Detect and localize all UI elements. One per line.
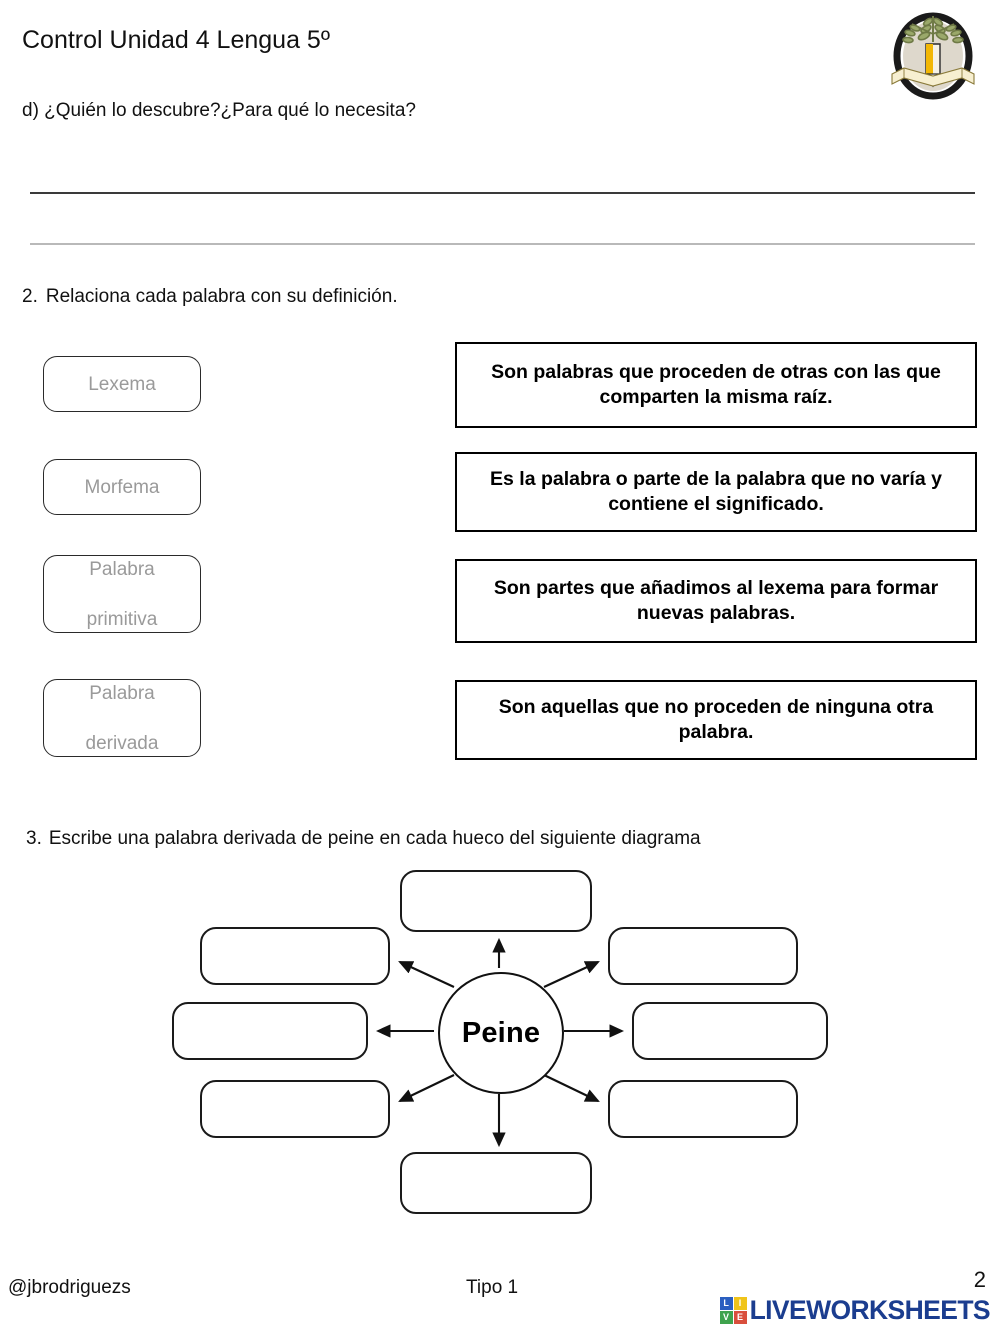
word-chip-label-line2: derivada xyxy=(85,732,159,754)
peine-word-web-diagram: Peine xyxy=(0,862,1000,1232)
exercise-2-heading-text: Relaciona cada palabra con su definición… xyxy=(45,286,398,307)
answer-slot-bottom-left[interactable] xyxy=(200,1080,390,1138)
answer-slot-middle-right[interactable] xyxy=(632,1002,828,1060)
logo-square-l: L xyxy=(719,1296,733,1310)
definition-box[interactable]: Son aquellas que no proceden de ninguna … xyxy=(455,680,977,760)
answer-slot-top-right[interactable] xyxy=(608,927,798,985)
word-chip-label: Lexema xyxy=(88,373,156,395)
answer-slot-top[interactable] xyxy=(400,870,592,932)
footer-page-number: 2 xyxy=(973,1267,986,1292)
answer-line-1[interactable] xyxy=(30,192,975,194)
logo-square-i: I xyxy=(733,1296,747,1310)
question-d-text: d) ¿Quién lo descubre?¿Para qué lo neces… xyxy=(22,100,416,121)
liveworksheets-logo: L I V E LIVEWORKSHEETS xyxy=(719,1294,991,1325)
logo-square-v: V xyxy=(719,1310,733,1324)
answer-slot-bottom-right[interactable] xyxy=(608,1080,798,1138)
word-chip-label-line1: Palabra xyxy=(89,682,155,704)
definition-box[interactable]: Son partes que añadimos al lexema para f… xyxy=(455,559,977,643)
page-title: Control Unidad 4 Lengua 5º xyxy=(22,26,330,54)
liveworksheets-logo-squares: L I V E xyxy=(719,1296,747,1324)
word-chip-label-line2: primitiva xyxy=(86,608,158,630)
footer-type-label: Tipo 1 xyxy=(466,1277,519,1298)
logo-square-e: E xyxy=(733,1310,747,1324)
diagram-center-node: Peine xyxy=(438,972,564,1094)
exercise-3-heading: 3. Escribe una palabra derivada de peine … xyxy=(26,827,701,851)
matching-exercise-area: Lexema Morfema Palabra primitiva Palabra… xyxy=(0,340,1000,770)
word-chip-palabra-derivada[interactable]: Palabra derivada xyxy=(43,679,201,757)
diagram-arrows xyxy=(375,937,625,1148)
school-crest-logo xyxy=(891,12,975,100)
exercise-3-number: 3. xyxy=(26,828,42,849)
answer-slot-top-left[interactable] xyxy=(200,927,390,985)
exercise-2-number: 2. xyxy=(22,286,38,307)
answer-slot-middle-left[interactable] xyxy=(172,1002,368,1060)
definition-box[interactable]: Son palabras que proceden de otras con l… xyxy=(455,342,977,428)
word-chip-morfema[interactable]: Morfema xyxy=(43,459,201,515)
liveworksheets-wordmark: LIVEWORKSHEETS xyxy=(749,1294,991,1325)
footer-author-handle: @jbrodriguezs xyxy=(8,1277,131,1298)
exercise-3-heading-text: Escribe una palabra derivada de peine en… xyxy=(48,828,701,849)
word-chip-label-line1: Palabra xyxy=(89,558,155,580)
answer-line-2[interactable] xyxy=(30,243,975,245)
answer-slot-bottom[interactable] xyxy=(400,1152,592,1214)
word-chip-palabra-primitiva[interactable]: Palabra primitiva xyxy=(43,555,201,633)
word-chip-lexema[interactable]: Lexema xyxy=(43,356,201,412)
exercise-2-heading: 2. Relaciona cada palabra con su definici… xyxy=(22,285,398,309)
word-chip-label: Morfema xyxy=(84,476,160,498)
definition-box[interactable]: Es la palabra o parte de la palabra que … xyxy=(455,452,977,532)
